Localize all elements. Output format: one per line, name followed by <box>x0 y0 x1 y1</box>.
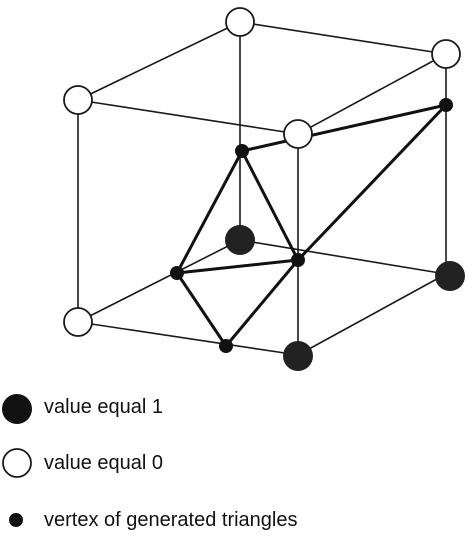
triangle-vertex <box>235 144 249 158</box>
value-zero-vertex <box>63 85 93 115</box>
cube-edge <box>297 273 447 356</box>
triangle-edge <box>175 258 300 275</box>
legend-label-triangle-vertex: vertex of generated triangles <box>44 509 298 531</box>
triangle-edge <box>224 258 300 348</box>
cube-edge <box>239 21 447 55</box>
value-zero-vertices <box>63 7 461 337</box>
triangle-vertex <box>439 98 453 112</box>
value-zero-vertex <box>283 119 313 149</box>
triangle-edge <box>175 271 228 348</box>
triangle-vertex <box>219 339 233 353</box>
cube-edge <box>77 321 299 356</box>
cube-edge <box>77 239 241 323</box>
value-zero-vertex <box>431 39 461 69</box>
triangle-edge <box>175 149 244 275</box>
value-zero-vertex <box>225 7 255 37</box>
triangle-vertex <box>170 266 184 280</box>
triangle-vertex <box>291 253 305 267</box>
cube-edge <box>297 53 447 135</box>
triangle-edge <box>240 149 300 262</box>
generated-triangles <box>175 103 448 348</box>
cube-edge <box>77 99 299 135</box>
value-one-vertices <box>225 225 465 371</box>
triangle-edge <box>296 103 448 262</box>
marching-cubes-diagram <box>63 7 465 371</box>
legend-marker-value-zero <box>2 448 32 478</box>
legend-label-value-zero: value equal 0 <box>44 452 163 474</box>
value-one-vertex <box>435 261 465 291</box>
legend-marker-value-one <box>2 394 32 424</box>
cube-edge <box>239 239 447 275</box>
legend-label-value-one: value equal 1 <box>44 396 163 418</box>
triangle-vertices <box>170 98 453 353</box>
cube-edge <box>77 21 241 101</box>
cube-edges <box>77 21 447 356</box>
legend-marker-triangle-vertex <box>9 513 23 527</box>
value-zero-vertex <box>63 307 93 337</box>
value-one-vertex <box>283 341 313 371</box>
value-one-vertex <box>225 225 255 255</box>
triangle-edge <box>240 103 448 153</box>
